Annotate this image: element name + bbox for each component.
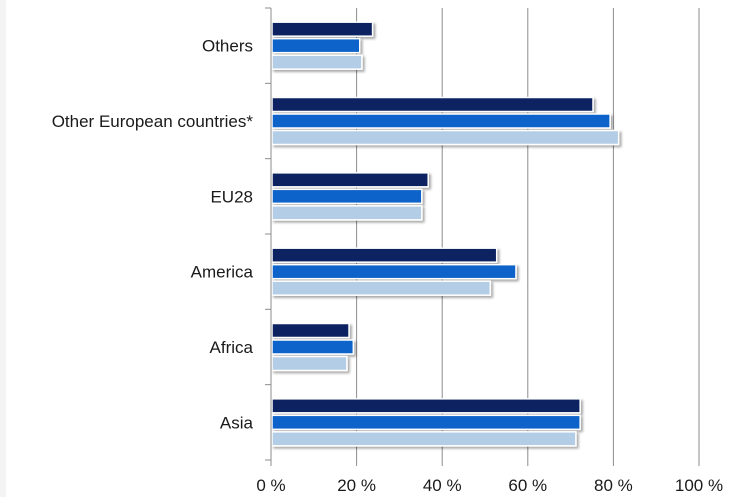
bar bbox=[271, 414, 581, 431]
category-label: Asia bbox=[220, 413, 254, 432]
bar bbox=[271, 129, 620, 146]
bar bbox=[271, 431, 577, 447]
bar bbox=[271, 280, 492, 296]
bar bbox=[271, 172, 429, 188]
bar bbox=[271, 54, 363, 70]
x-tick-label: 0 % bbox=[256, 476, 285, 495]
x-tick-label: 40 % bbox=[423, 476, 462, 495]
bar bbox=[271, 21, 374, 37]
category-label: Others bbox=[202, 37, 253, 56]
category-label: EU28 bbox=[210, 187, 253, 206]
bar bbox=[271, 247, 498, 263]
bar bbox=[271, 37, 361, 54]
bar bbox=[271, 96, 594, 113]
bar bbox=[271, 205, 423, 221]
x-tick-label: 60 % bbox=[508, 476, 547, 495]
x-tick-label: 100 % bbox=[675, 476, 723, 495]
bar bbox=[271, 263, 517, 280]
category-label: Other European countries* bbox=[52, 112, 254, 131]
bar bbox=[271, 398, 581, 414]
bar bbox=[271, 339, 355, 355]
category-label: Africa bbox=[210, 338, 254, 357]
bar bbox=[271, 113, 611, 129]
bar bbox=[271, 322, 350, 339]
bar bbox=[271, 355, 348, 372]
x-tick-label: 80 % bbox=[594, 476, 633, 495]
x-tick-label: 20 % bbox=[337, 476, 376, 495]
category-label: America bbox=[191, 263, 254, 282]
bar bbox=[271, 188, 423, 205]
